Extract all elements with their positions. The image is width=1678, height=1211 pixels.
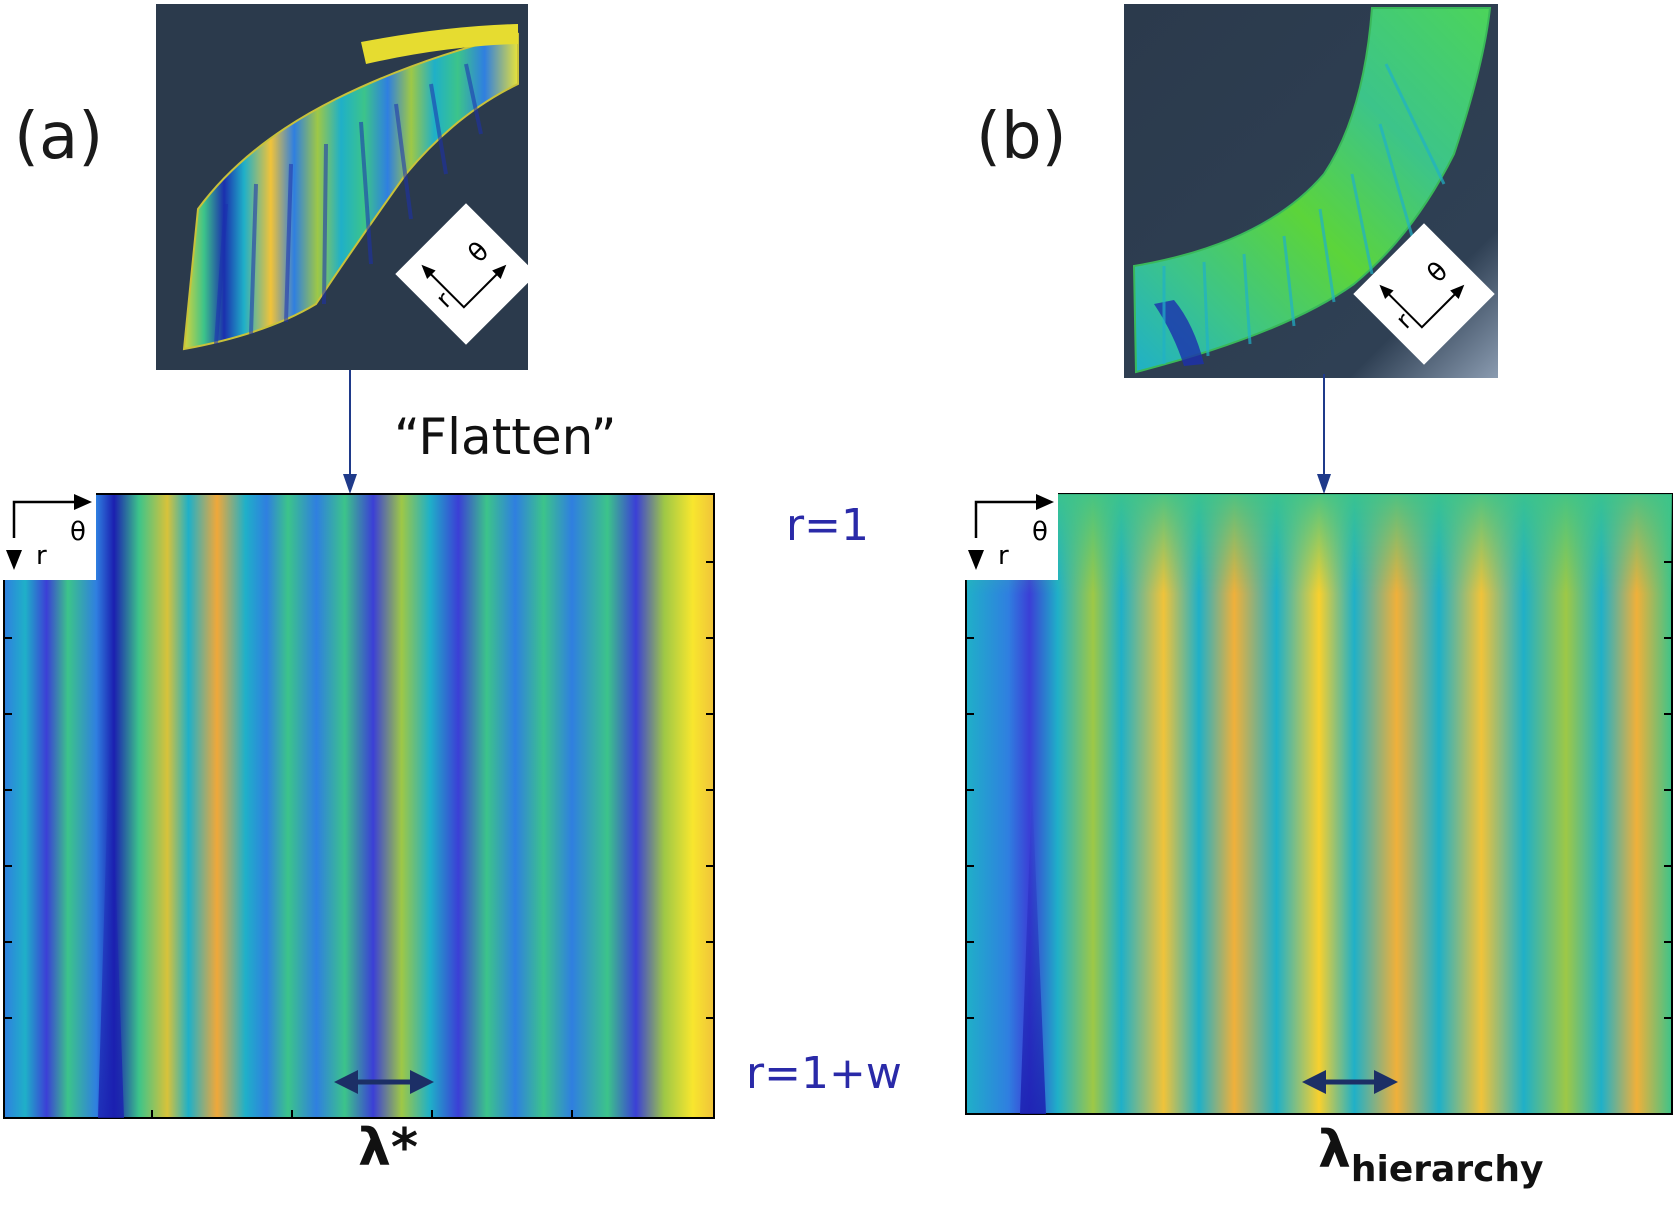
panel-a-3d-render: θ r — [156, 4, 528, 370]
lambda-subscript: hierarchy — [1350, 1149, 1544, 1190]
axis-inset-b-lines — [974, 500, 1038, 538]
lambda-hierarchy-label: λhierarchy — [1318, 1120, 1544, 1190]
heatmap-a-r: r — [36, 541, 47, 571]
r-top-label: r=1 — [786, 500, 869, 551]
defect-region-b — [1154, 300, 1204, 366]
panel-b-label: (b) — [976, 100, 1067, 174]
lambda-hierarchy-arrow — [1302, 1070, 1398, 1094]
heatmap-a-field — [3, 493, 715, 1119]
panel-a-label: (a) — [14, 100, 104, 174]
panel-a-heatmap: θ r — [0, 488, 715, 1119]
heatmap-b-r: r — [998, 541, 1009, 571]
flatten-arrow — [343, 370, 357, 494]
panel-b-arrow — [1317, 374, 1331, 494]
heatmap-b-ticks — [966, 561, 1672, 1019]
defect-streak-a — [98, 718, 124, 1118]
defect-streak-b — [1020, 786, 1046, 1114]
sheet-edge — [361, 24, 518, 64]
ruffled-sheet-b — [1132, 7, 1492, 374]
heatmap-a-ticks — [4, 561, 714, 1118]
heatmap-b-fine-wrinkles — [966, 494, 1672, 594]
lambda-symbol: λ — [1318, 1120, 1351, 1180]
wrinkle-lines-b — [1162, 63, 1446, 364]
r-bottom-label: r=1+w — [746, 1048, 902, 1099]
r-arrowhead-b — [968, 550, 984, 570]
lambda-star-label: λ* — [358, 1118, 419, 1178]
wrinkle-lines — [214, 63, 483, 345]
panel-b-heatmap: θ r — [962, 486, 1673, 1115]
lambda-star-arrow — [334, 1070, 434, 1094]
heatmap-a-theta: θ — [70, 517, 86, 547]
heatmap-b-theta: θ — [1032, 517, 1048, 547]
heatmap-b-field — [965, 493, 1673, 1115]
flatten-label: “Flatten” — [394, 408, 617, 466]
axis-inset-a-lines — [12, 500, 76, 538]
theta-arrowhead-a — [74, 494, 92, 510]
panel-b-3d-render: θ r — [1124, 4, 1498, 378]
r-arrowhead-a — [6, 550, 22, 570]
theta-arrowhead-b — [1036, 494, 1054, 510]
